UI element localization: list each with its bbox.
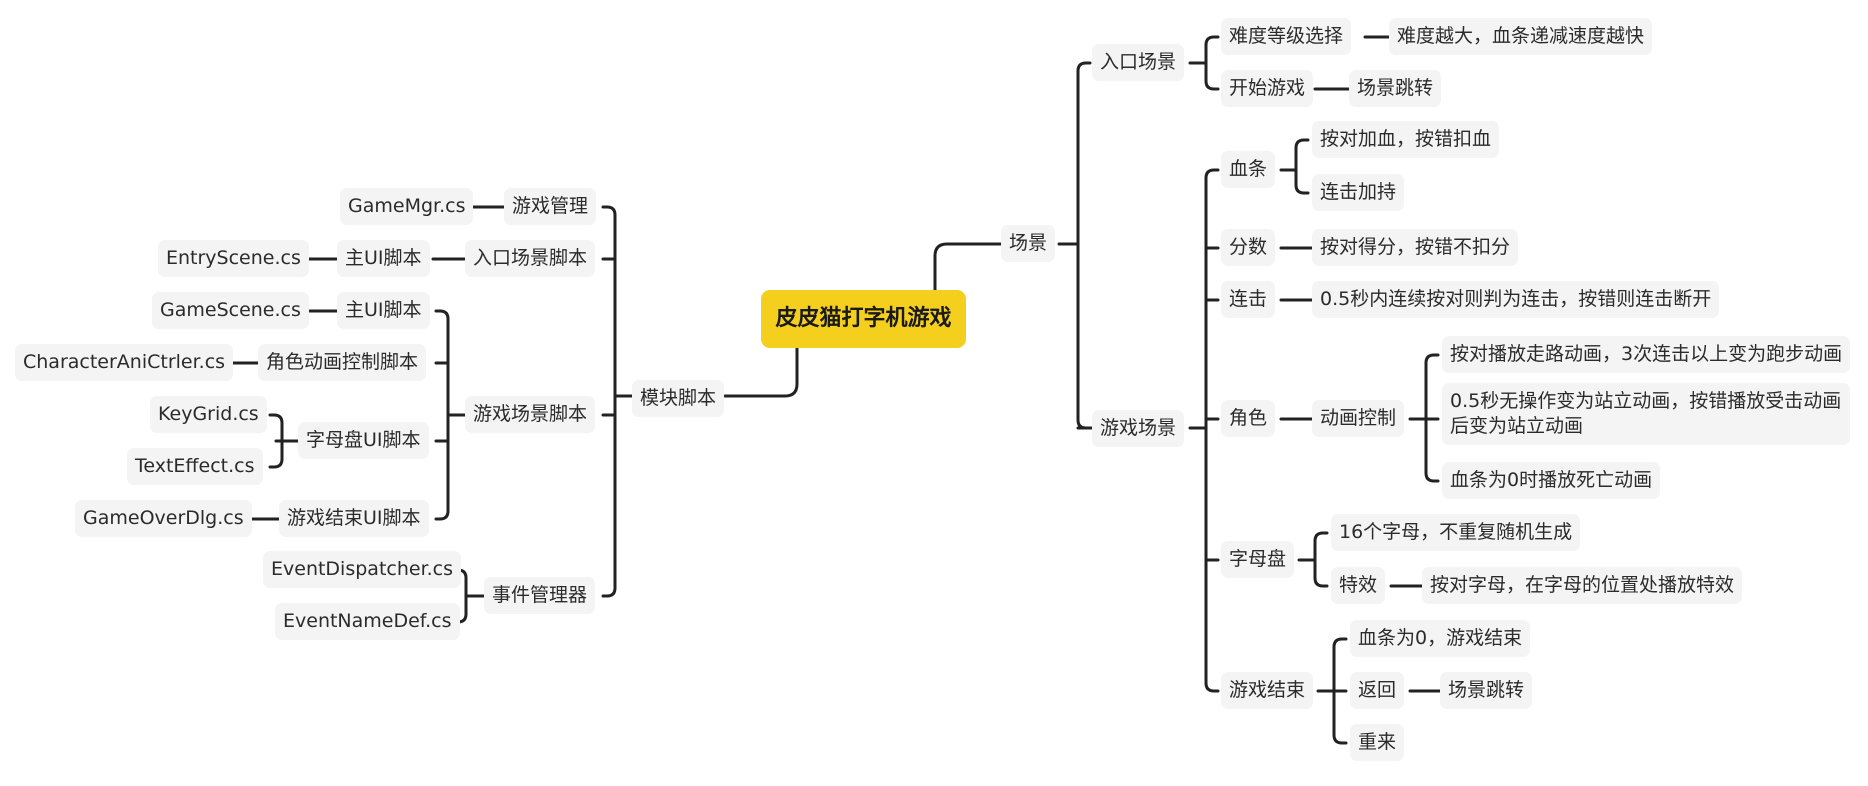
topic-entry-script[interactable]: 入口场景脚本 — [465, 240, 596, 277]
topic-entry-ui-file[interactable]: EntryScene.cs — [158, 240, 309, 277]
topic-game-mgr-file[interactable]: GameMgr.cs — [340, 188, 474, 225]
topic-combo-detail[interactable]: 0.5秒内连续按对则判为连击，按错则连击断开 — [1312, 281, 1720, 318]
connector-line — [933, 242, 1003, 292]
topic-over-retry[interactable]: 重来 — [1350, 724, 1405, 761]
topic-keyboard-ui-script[interactable]: 字母盘UI脚本 — [298, 422, 429, 459]
topic-start-game[interactable]: 开始游戏 — [1221, 70, 1314, 107]
connector-line — [1294, 138, 1310, 195]
topic-effect-detail[interactable]: 按对字母，在字母的位置处播放特效 — [1422, 567, 1743, 604]
topic-over-ui-script[interactable]: 游戏结束UI脚本 — [279, 500, 429, 537]
topic-keyboard-ui-file[interactable]: KeyGrid.cs — [150, 396, 267, 433]
topic-keyboard[interactable]: 字母盘 — [1221, 541, 1295, 578]
connector-line — [723, 346, 799, 398]
topic-char-anim-file[interactable]: CharacterAniCtrler.cs — [15, 344, 234, 381]
connector-line — [601, 205, 617, 598]
topic-event-file[interactable]: EventNameDef.cs — [275, 603, 460, 640]
connector-line — [1204, 168, 1220, 693]
topic-effect[interactable]: 特效 — [1331, 567, 1386, 604]
topic-game-over[interactable]: 游戏结束 — [1221, 672, 1314, 709]
topic-anim-control[interactable]: 动画控制 — [1312, 400, 1405, 437]
topic-game-mgr[interactable]: 游戏管理 — [504, 188, 597, 225]
topic-keyboard-random[interactable]: 16个字母，不重复随机生成 — [1331, 514, 1581, 551]
topic-scene[interactable]: 场景 — [1001, 225, 1056, 262]
connector-line — [452, 568, 468, 624]
topic-char-anim-script[interactable]: 角色动画控制脚本 — [258, 344, 427, 381]
topic-over-back-detail[interactable]: 场景跳转 — [1440, 672, 1533, 709]
topic-character[interactable]: 角色 — [1221, 400, 1276, 437]
topic-difficulty-detail[interactable]: 难度越大，血条递减速度越快 — [1389, 18, 1653, 55]
topic-combo[interactable]: 连击 — [1221, 281, 1276, 318]
topic-event-manager[interactable]: 事件管理器 — [484, 577, 596, 614]
topic-modules[interactable]: 模块脚本 — [632, 380, 725, 417]
connector-line — [1313, 531, 1329, 588]
topic-keyboard-ui-file[interactable]: TextEffect.cs — [127, 448, 263, 485]
topic-over-hp-zero[interactable]: 血条为0，游戏结束 — [1350, 620, 1531, 657]
topic-hp-bar[interactable]: 血条 — [1221, 151, 1276, 188]
topic-hp-item[interactable]: 按对加血，按错扣血 — [1312, 121, 1500, 158]
topic-game-script[interactable]: 游戏场景脚本 — [465, 396, 596, 433]
topic-hp-item[interactable]: 连击加持 — [1312, 174, 1405, 211]
topic-over-ui-file[interactable]: GameOverDlg.cs — [75, 500, 252, 537]
topic-game-scene[interactable]: 游戏场景 — [1092, 410, 1185, 447]
topic-entry-scene[interactable]: 入口场景 — [1092, 44, 1185, 81]
topic-event-file[interactable]: EventDispatcher.cs — [263, 551, 462, 588]
connector-line — [434, 309, 450, 521]
topic-over-back[interactable]: 返回 — [1350, 672, 1405, 709]
topic-start-detail[interactable]: 场景跳转 — [1349, 70, 1442, 107]
topic-anim-item[interactable]: 0.5秒无操作变为站立动画，按错播放受击动画后变为站立动画 — [1442, 383, 1850, 445]
connector-line — [1204, 35, 1220, 91]
topic-anim-item[interactable]: 按对播放走路动画，3次连击以上变为跑步动画 — [1442, 336, 1851, 373]
topic-anim-item[interactable]: 血条为0时播放死亡动画 — [1442, 462, 1661, 499]
topic-score[interactable]: 分数 — [1221, 229, 1276, 266]
connector-line — [1076, 61, 1092, 430]
topic-entry-ui[interactable]: 主UI脚本 — [337, 240, 430, 277]
topic-difficulty-select[interactable]: 难度等级选择 — [1221, 18, 1352, 55]
topic-game-main-ui-file[interactable]: GameScene.cs — [152, 292, 309, 329]
topic-score-detail[interactable]: 按对得分，按错不扣分 — [1312, 229, 1519, 266]
topic-game-main-ui[interactable]: 主UI脚本 — [337, 292, 430, 329]
root-topic[interactable]: 皮皮猫打字机游戏 — [761, 290, 966, 348]
connector-line — [268, 413, 284, 469]
